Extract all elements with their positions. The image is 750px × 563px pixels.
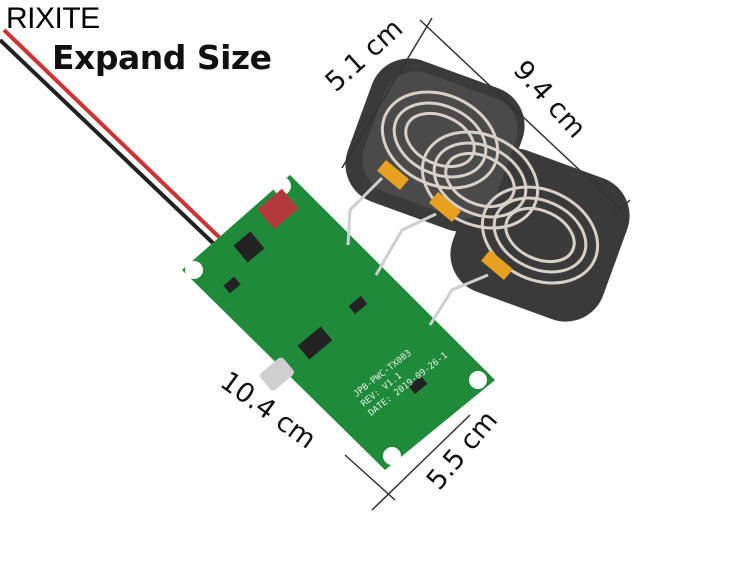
copper-coils (380, 90, 600, 285)
pcb-board (182, 175, 495, 470)
kapton-tape (377, 159, 513, 281)
headline: Expand Size (52, 38, 272, 77)
dimension-lines (341, 17, 631, 511)
power-wires (0, 28, 222, 247)
brand-name: RIXITE (6, 2, 100, 35)
coil-leads (346, 176, 489, 326)
